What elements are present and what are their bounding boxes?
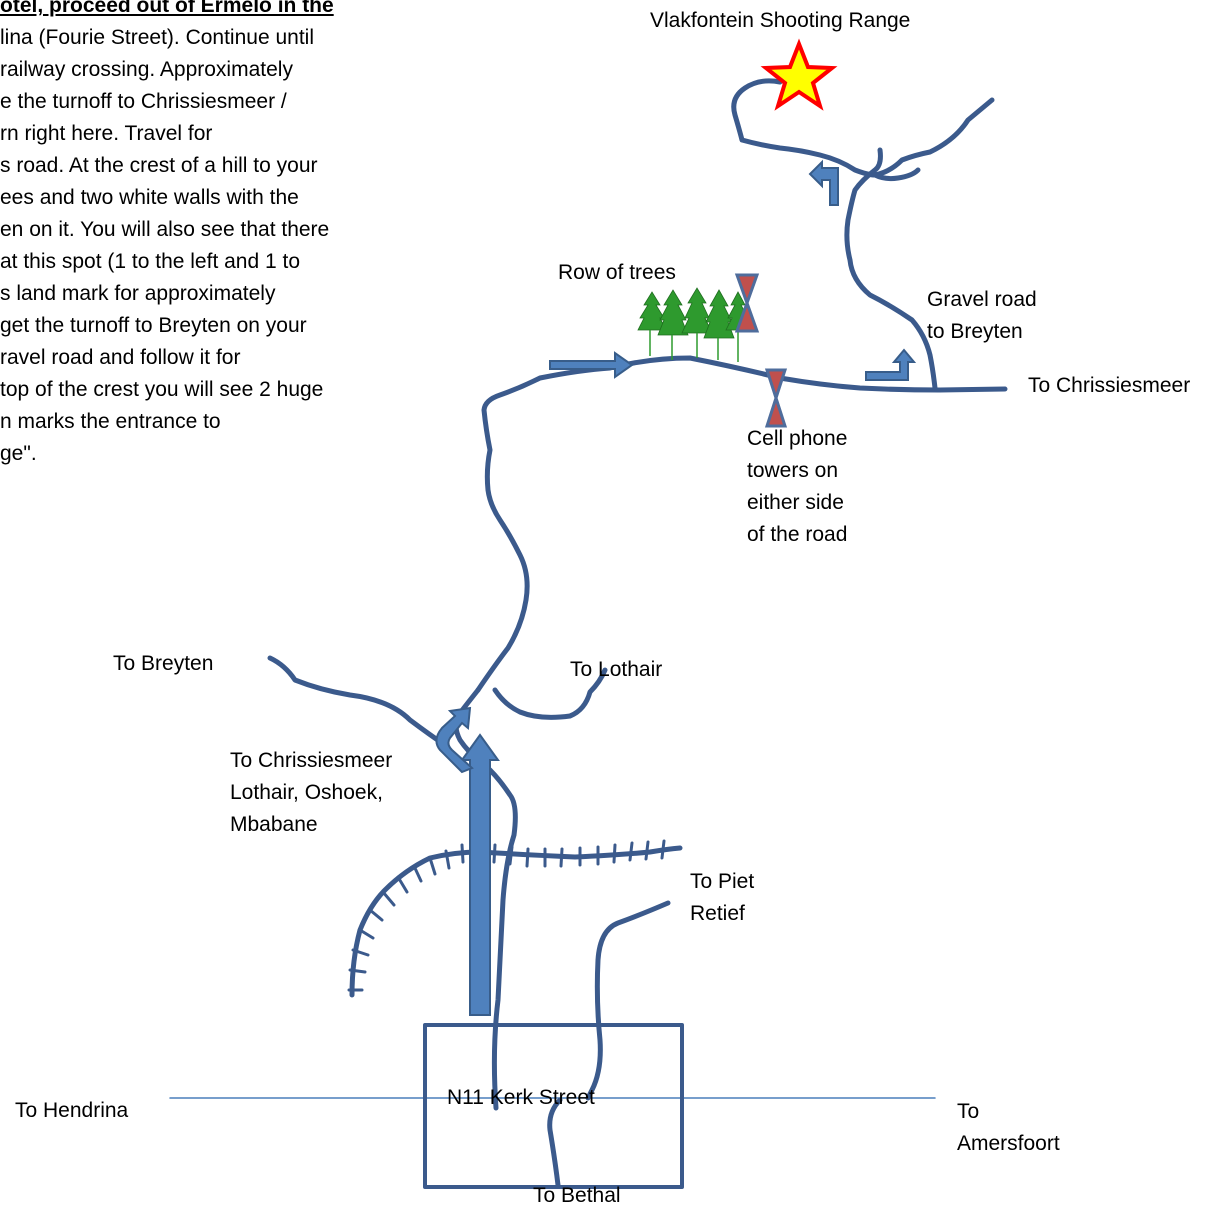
- directions-line: railway crossing. Approximately: [0, 58, 293, 81]
- to-bethal-label: To Bethal: [533, 1184, 621, 1207]
- to-chrissiesmeer-junction-line-2: Lothair, Oshoek,: [230, 781, 383, 804]
- road-to-bethal: [547, 1097, 563, 1188]
- to-breyten-label: To Breyten: [113, 652, 214, 675]
- directions-line: at this spot (1 to the left and 1 to: [0, 250, 301, 273]
- cell-towers-label-line-2: towers on: [747, 459, 839, 482]
- to-chrissiesmeer-junction-line-1: To Chrissiesmeer: [230, 749, 393, 772]
- directions-line: get the turnoff to Breyten on your: [0, 314, 307, 337]
- row-of-trees-label: Row of trees: [558, 261, 676, 284]
- to-chrissiesmeer-top-label: To Chrissiesmeer: [1028, 374, 1191, 397]
- directions-line: ravel road and follow it for: [0, 346, 241, 369]
- gravel-road: [844, 147, 938, 391]
- directions-line: ees and two white walls with the: [0, 186, 299, 209]
- destination-label: Vlakfontein Shooting Range: [650, 9, 911, 32]
- to-lothair-label: To Lothair: [570, 658, 663, 681]
- cell-towers-label-line-4: of the road: [747, 523, 848, 546]
- cell-tower-icon: [734, 273, 788, 428]
- town-box: [423, 1023, 684, 1189]
- to-piet-retief-label-line-1: To Piet: [690, 870, 755, 893]
- tree-icon: [637, 287, 751, 362]
- main-road-north: [475, 355, 1008, 693]
- road-to-breyten: [267, 655, 448, 748]
- directions-line: s road. At the crest of a hill to your: [0, 154, 318, 177]
- railway-icon: [347, 839, 666, 992]
- railway-line: [349, 845, 683, 998]
- directions-text: otel, proceed out of Ermelo in the lina …: [0, 0, 390, 470]
- cell-towers-label-line-1: Cell phone: [747, 427, 848, 450]
- directions-line: en on it. You will also see that there: [0, 218, 330, 241]
- road-top-loop: [731, 78, 995, 178]
- directions-line: otel, proceed out of Ermelo in the: [0, 0, 334, 17]
- directions-line: s land mark for approximately: [0, 282, 276, 305]
- road-to-lothair: [492, 667, 608, 720]
- to-amersfoort-label-line-1: To: [957, 1100, 980, 1123]
- directions-line: ge".: [0, 442, 37, 465]
- directions-line: rn right here. Travel for: [0, 122, 213, 145]
- road-to-piet-retief: [585, 900, 671, 1101]
- directions-line: e the turnoff to Chrissiesmeer /: [0, 90, 287, 113]
- directions-line: lina (Fourie Street). Continue until: [0, 26, 314, 49]
- to-chrissiesmeer-junction-line-3: Mbabane: [230, 813, 318, 836]
- directions-line: top of the crest you will see 2 huge: [0, 378, 324, 401]
- to-piet-retief-label-line-2: Retief: [690, 902, 745, 925]
- to-hendrina-label: To Hendrina: [15, 1099, 129, 1122]
- n11-kerk-street-label: N11 Kerk Street: [447, 1086, 595, 1109]
- cell-towers-label-line-3: either side: [747, 491, 844, 514]
- road-top-branch: [872, 167, 921, 182]
- directions-line: n marks the entrance to: [0, 410, 221, 433]
- star-icon: [760, 38, 838, 111]
- to-amersfoort-label-line-2: Amersfoort: [957, 1132, 1060, 1155]
- direction-arrow-icon: [435, 159, 917, 1016]
- gravel-road-label-line-2: to Breyten: [927, 320, 1023, 343]
- gravel-road-label-line-1: Gravel road: [927, 288, 1037, 311]
